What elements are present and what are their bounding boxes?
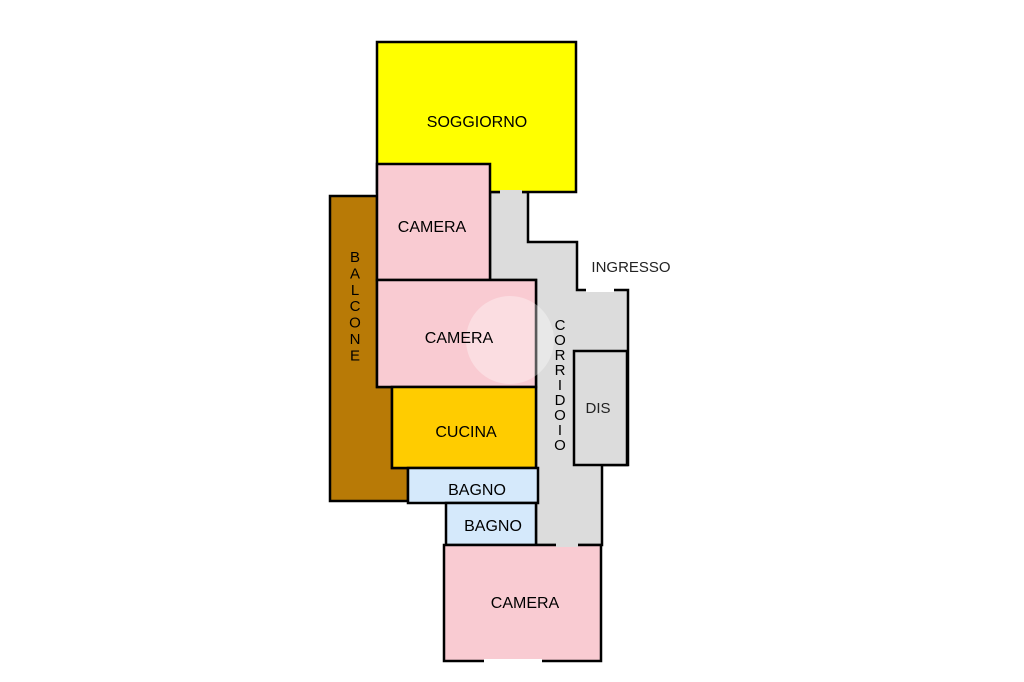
balcone-letter: A — [350, 265, 360, 282]
dis-room[interactable] — [572, 349, 629, 467]
camera-room-3[interactable] — [442, 543, 603, 663]
bagno-label-2: BAGNO — [464, 518, 522, 535]
camera-label-1: CAMERA — [398, 219, 467, 236]
bagno-room-2[interactable] — [444, 501, 538, 547]
soggiorno-label: SOGGIORNO — [427, 114, 527, 131]
corridoio-letter: R — [555, 362, 566, 379]
corridoio-letter: R — [555, 347, 566, 364]
balcone-letter: N — [350, 331, 361, 348]
corridoio-letter: I — [558, 422, 562, 439]
camera-label-3: CAMERA — [491, 595, 560, 612]
ingresso-label: INGRESSO — [591, 259, 670, 276]
corridoio-letter: O — [554, 407, 566, 424]
camera-room-2[interactable] — [375, 278, 538, 389]
corridoio-letter: D — [555, 392, 566, 409]
camera-room-1[interactable] — [375, 162, 492, 282]
dis-label: DIS — [585, 400, 610, 417]
corridoio-letter: O — [554, 437, 566, 454]
corridoio-letter: I — [558, 377, 562, 394]
corridoio-letter: C — [555, 317, 566, 334]
balcone-letter: B — [350, 249, 360, 266]
corridoio-letter: O — [554, 332, 566, 349]
bagno-label-1: BAGNO — [448, 482, 506, 499]
bagno-room-1[interactable] — [406, 466, 540, 505]
camera-label-2: CAMERA — [425, 330, 494, 347]
balcone-letter: E — [350, 347, 360, 364]
cucina-label: CUCINA — [435, 424, 497, 441]
watermark-logo — [466, 296, 554, 384]
balcone-letter: L — [351, 282, 359, 299]
cucina-room[interactable] — [390, 385, 538, 470]
balcone-letter: O — [349, 315, 361, 332]
door-openings — [484, 190, 614, 663]
balcone-letter: C — [350, 298, 361, 315]
